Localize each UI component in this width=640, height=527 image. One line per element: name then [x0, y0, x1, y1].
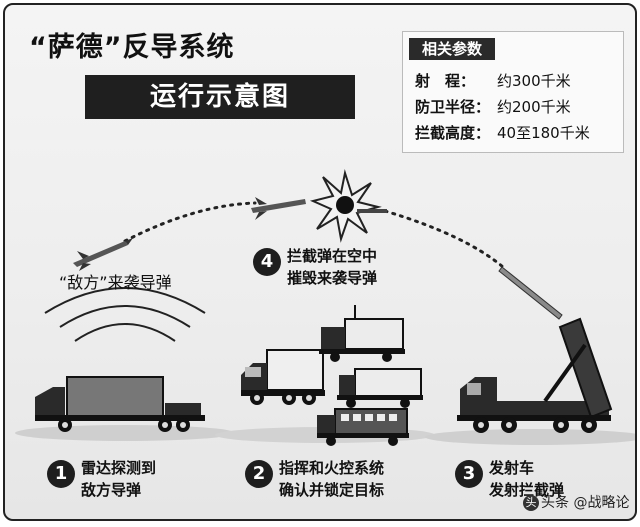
step-1-line-1: 雷达探测到: [81, 459, 157, 477]
param-value: 约300千米: [497, 72, 571, 90]
step-4-line-2: 摧毁来袭导弹: [287, 269, 378, 287]
step-1-text: 雷达探测到 敌方导弹: [81, 457, 156, 501]
step-2-line-2: 确认并锁定目标: [279, 481, 385, 499]
comms-shelter-icon: [319, 305, 405, 362]
param-label: 射 程：: [415, 72, 476, 90]
ground-shadow: [15, 425, 235, 441]
params-header: 相关参数: [409, 38, 495, 60]
params-panel: 相关参数 射 程： 约300千米 防卫半径： 约200千米 拦截高度： 40至180千…: [402, 31, 624, 153]
step-1-badge: 1: [47, 460, 75, 488]
enemy-trajectory: [123, 201, 257, 243]
param-value: 40至180千米: [497, 124, 590, 142]
launcher-vehicle-icon: [457, 317, 613, 433]
support-truck-icon: [317, 408, 409, 446]
enemy-missile-label: “敌方”来袭导弹: [59, 273, 172, 292]
ground-shadow: [425, 429, 635, 445]
enemy-missile-icon: [73, 238, 133, 271]
radar-truck-icon: [35, 376, 205, 432]
diagram-artwork: [15, 169, 635, 446]
interceptor-trajectory: [383, 209, 505, 269]
watermark-logo-icon: 头: [523, 495, 539, 511]
step-4-badge: 4: [253, 248, 281, 276]
step-4-line-1: 拦截弹在空中: [287, 247, 378, 265]
step-2-badge: 2: [245, 460, 273, 488]
param-label: 防卫半径：: [415, 98, 491, 116]
param-row-range: 射 程： 约300千米: [415, 70, 571, 91]
diagram-canvas: “萨德”反导系统 运行示意图 相关参数 射 程： 约300千米 防卫半径： 约200…: [3, 3, 637, 521]
diagram-title: “萨德”反导系统: [29, 32, 235, 63]
watermark: 头头条 @战略论: [523, 492, 629, 512]
step-3-line-2: 发射拦截弹: [489, 481, 565, 499]
explosion-icon: [309, 169, 382, 243]
watermark-text: 头条 @战略论: [541, 495, 630, 511]
diagram-subtitle: 运行示意图: [85, 75, 355, 119]
radar-waves-icon: [44, 287, 206, 342]
param-label: 拦截高度：: [415, 124, 491, 142]
param-row-radius: 防卫半径： 约200千米: [415, 96, 571, 117]
step-1-line-2: 敌方导弹: [81, 481, 142, 499]
step-2-line-1: 指挥和火控系统: [279, 459, 385, 477]
interceptor-missile-icon: [498, 266, 563, 320]
step-3-text: 发射车 发射拦截弹: [489, 457, 564, 501]
step-3-badge: 3: [455, 460, 483, 488]
step-4-text: 拦截弹在空中 摧毁来袭导弹: [287, 245, 377, 289]
param-row-altitude: 拦截高度： 40至180千米: [415, 122, 590, 143]
step-2-text: 指挥和火控系统 确认并锁定目标: [279, 457, 384, 501]
step-3-line-1: 发射车: [489, 459, 535, 477]
fire-control-truck-icon: [337, 368, 423, 408]
incoming-missile-icon: [251, 197, 306, 220]
param-value: 约200千米: [497, 98, 571, 116]
command-truck-icon: [241, 349, 325, 405]
